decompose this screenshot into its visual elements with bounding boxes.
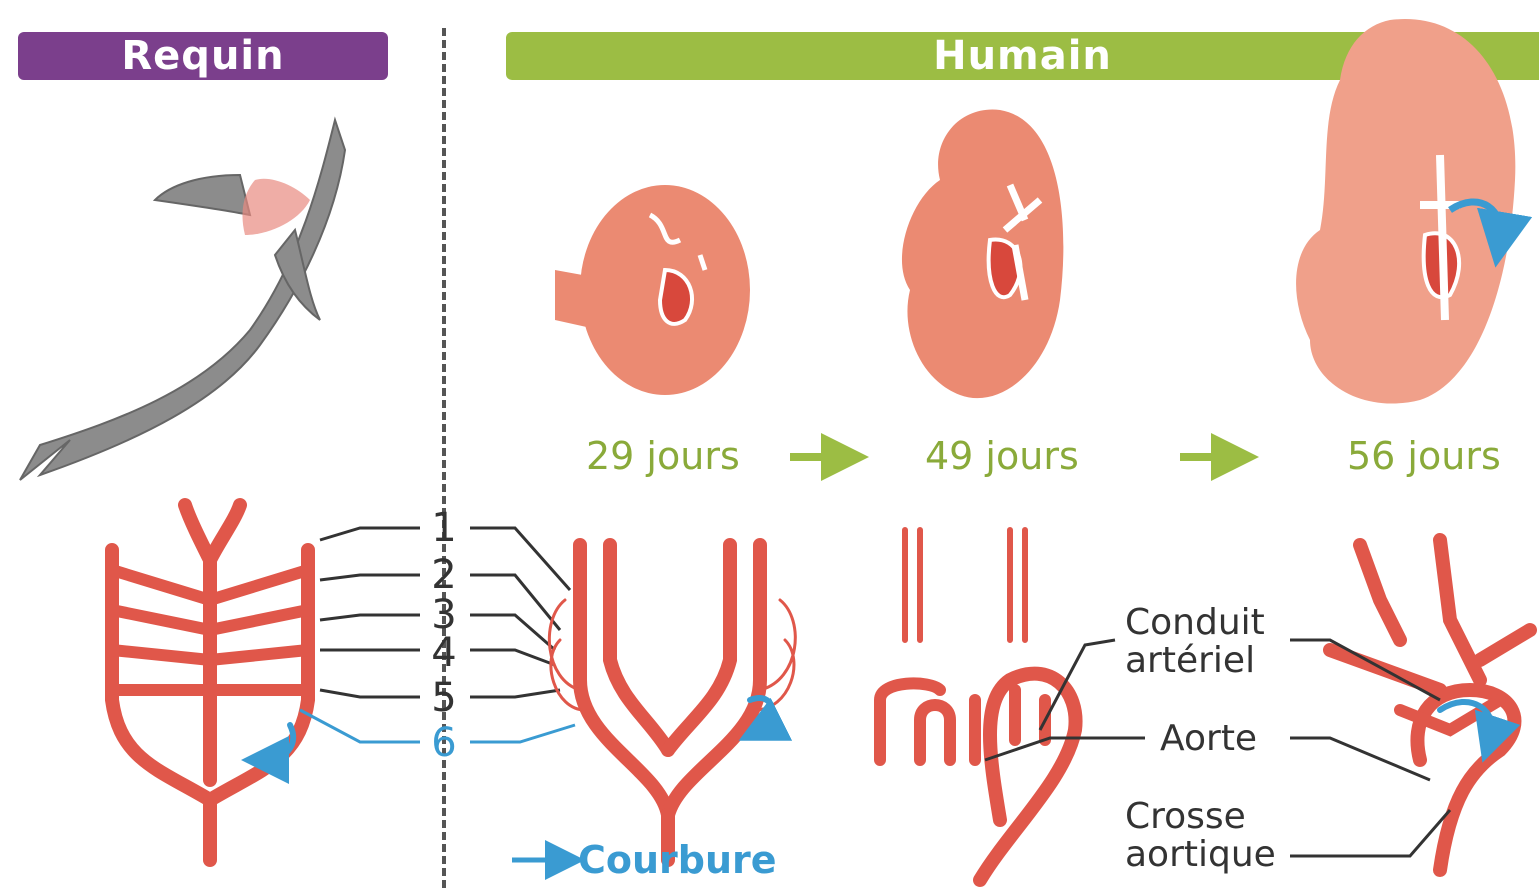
stage-age-49: 49 jours [925, 434, 1079, 478]
shark-illustration [20, 120, 345, 480]
curvature-legend-label: Courbure [578, 838, 777, 882]
label-ductus-line2: artériel [1125, 642, 1265, 680]
arches-49-days [880, 530, 1076, 880]
label-aortic-arch-line2: aortique [1125, 836, 1276, 874]
stage-age-29: 29 jours [586, 434, 740, 478]
label-aorta: Aorte [1160, 720, 1257, 758]
arch-number-1: 1 [424, 505, 464, 551]
arch-number-6: 6 [424, 720, 464, 766]
stage-age-56: 56 jours [1347, 434, 1501, 478]
arches-56-days [1330, 540, 1530, 870]
label-ductus-line1: Conduit [1125, 604, 1265, 642]
embryo-29-days [555, 185, 750, 395]
embryo-49-days [902, 110, 1063, 399]
label-aortic-arch-line1: Crosse [1125, 798, 1276, 836]
arch-number-5: 5 [424, 675, 464, 721]
embryo-56-days [1296, 19, 1515, 403]
arch-number-4: 4 [424, 630, 464, 676]
arches-29-days [549, 545, 795, 860]
shark-arches [112, 505, 308, 860]
label-ductus: Conduit artériel [1125, 604, 1265, 680]
label-aortic-arch: Crosse aortique [1125, 798, 1276, 874]
